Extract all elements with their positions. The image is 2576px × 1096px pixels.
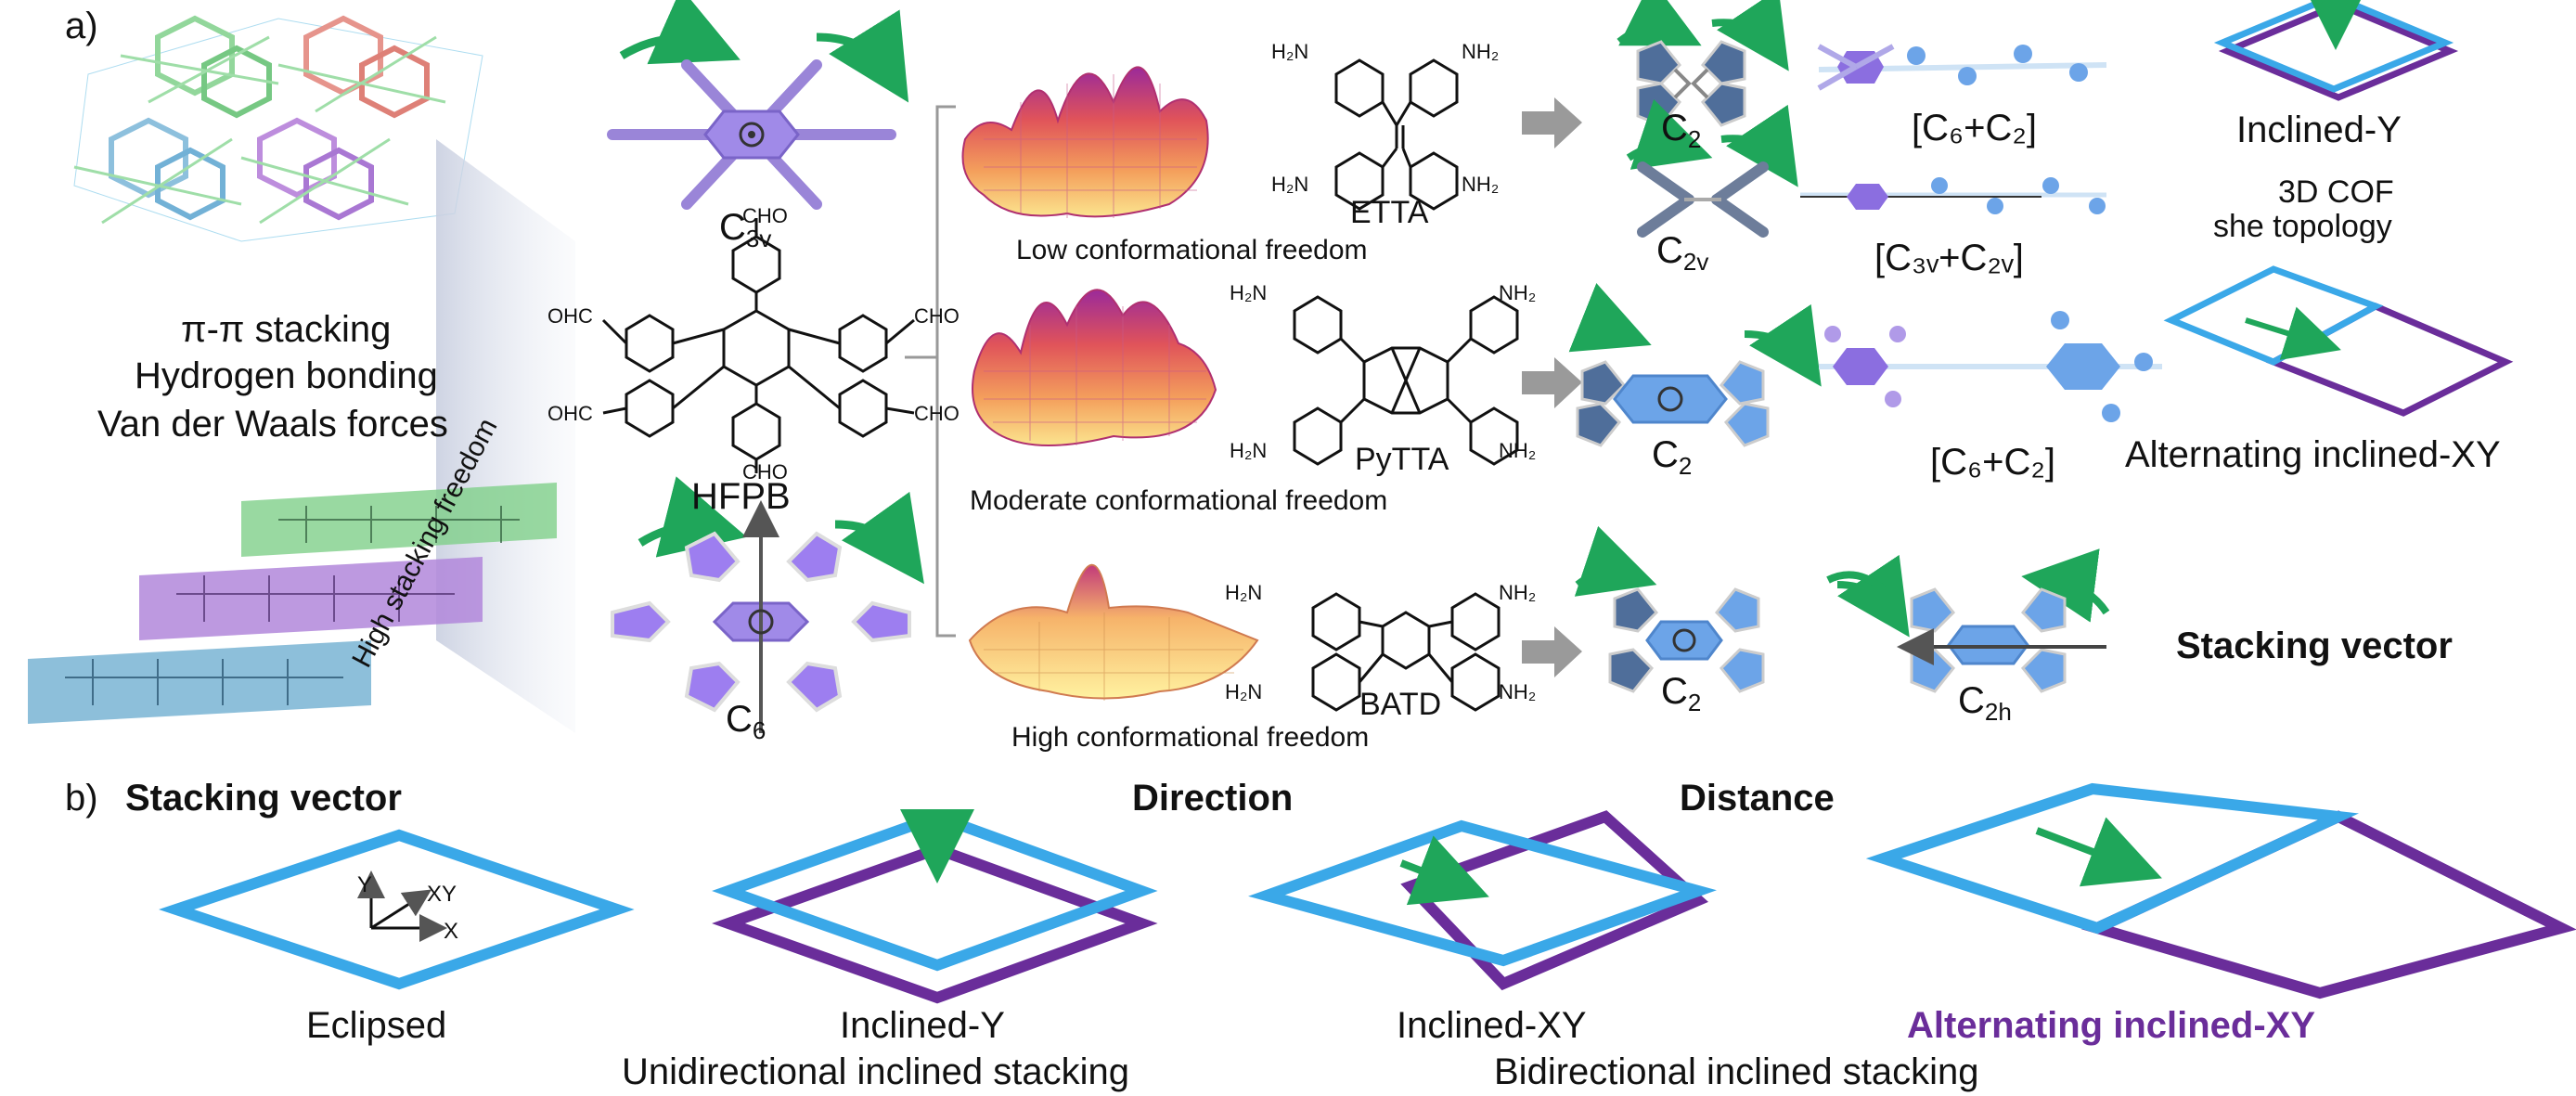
crystal-packing-bottom bbox=[28, 483, 557, 724]
inclined-y-small-label: Inclined-Y bbox=[2236, 110, 2402, 150]
c6-motif bbox=[611, 476, 924, 733]
interaction-hbond: Hydrogen bonding bbox=[135, 355, 438, 396]
batd-amine-tr: NH₂ bbox=[1499, 581, 1537, 604]
mode-alternating-xy: Alternating inclined-XY bbox=[1907, 1005, 2316, 1046]
etta-amine-tr: NH₂ bbox=[1462, 40, 1500, 63]
panel-b-label: b) bbox=[65, 778, 98, 819]
direction-heading: Direction bbox=[1132, 778, 1294, 819]
c2v-label: C2v bbox=[1656, 230, 1709, 276]
freedom-low: Low conformational freedom bbox=[1016, 235, 1368, 265]
batd-amine-br: NH₂ bbox=[1499, 680, 1537, 703]
stacking-vector-a-label: Stacking vector bbox=[2176, 625, 2453, 666]
bracket bbox=[905, 105, 956, 638]
axis-y-label: Y bbox=[357, 872, 373, 897]
etta-amine-tl: H₂N bbox=[1271, 40, 1309, 63]
cho-bottom: CHO bbox=[742, 460, 788, 484]
pytta-amine-br: NH₂ bbox=[1499, 439, 1537, 462]
inclined-y-small bbox=[2213, 0, 2459, 101]
energy-surface-high bbox=[968, 563, 1259, 701]
etta-amine-bl: H₂N bbox=[1271, 173, 1309, 196]
c2h-label: C2h bbox=[1958, 680, 2012, 726]
c3v-label: C3v bbox=[719, 207, 772, 252]
mode-inclined-xy: Inclined-XY bbox=[1397, 1005, 1587, 1046]
etta-structure bbox=[1334, 58, 1459, 211]
axis-x-label: X bbox=[444, 919, 459, 944]
mode-eclipsed: Eclipsed bbox=[306, 1005, 447, 1046]
c2-label-2: C2 bbox=[1652, 434, 1693, 480]
c2-label-3: C2 bbox=[1661, 671, 1702, 716]
packed-model-2 bbox=[1800, 177, 2106, 214]
etta-amine-br: NH₂ bbox=[1462, 173, 1500, 196]
cof-note-1: 3D COF bbox=[2278, 174, 2394, 210]
energy-surface-low bbox=[961, 66, 1209, 218]
interaction-pi: π-π stacking bbox=[181, 309, 392, 350]
packed-model-3 bbox=[1819, 311, 2162, 422]
batd-structure bbox=[1311, 592, 1501, 712]
batd-label: BATD bbox=[1359, 687, 1442, 722]
inclined-xy-diagram bbox=[1248, 810, 1717, 991]
c2-motif-batd bbox=[1574, 525, 1910, 693]
batd-amine-bl: H₂N bbox=[1225, 680, 1263, 703]
group-bidirectional: Bidirectional inclined stacking bbox=[1494, 1051, 1979, 1092]
alternating-xy-diagram bbox=[1865, 782, 2576, 999]
cho-right-bottom: CHO bbox=[914, 402, 960, 425]
batd-amine-tl: H₂N bbox=[1225, 581, 1263, 604]
hfpb-structure bbox=[601, 218, 915, 473]
pytta-amine-tl: H₂N bbox=[1230, 281, 1268, 304]
etta-label: ETTA bbox=[1350, 195, 1429, 230]
c6-label: C6 bbox=[726, 699, 766, 744]
ohc-left-bottom: OHC bbox=[547, 402, 593, 425]
pytta-structure bbox=[1293, 295, 1519, 466]
c2-label-1: C2 bbox=[1661, 108, 1702, 153]
mode-inclined-y: Inclined-Y bbox=[840, 1005, 1005, 1046]
energy-surface-moderate bbox=[972, 289, 1217, 446]
panel-a-label: a) bbox=[65, 6, 98, 46]
c2-motif-pytta bbox=[1568, 283, 1822, 447]
c2h-motif bbox=[1826, 548, 2110, 693]
alternating-xy-small bbox=[2163, 265, 2514, 417]
eclipsed-diagram bbox=[159, 829, 635, 990]
combo-etta-1: [C₆+C₂] bbox=[1912, 108, 2038, 148]
group-unidirectional: Unidirectional inclined stacking bbox=[622, 1051, 1129, 1092]
axis-xy-label: XY bbox=[427, 882, 457, 907]
ohc-left-top: OHC bbox=[547, 304, 593, 328]
combo-etta-2: [C₃ᵥ+C₂ᵥ] bbox=[1874, 238, 2024, 278]
interaction-vdw: Van der Waals forces bbox=[97, 404, 448, 445]
c2v-motif bbox=[1626, 98, 1798, 238]
freedom-moderate: Moderate conformational freedom bbox=[970, 485, 1388, 516]
alternating-small-label: Alternating inclined-XY bbox=[2125, 434, 2501, 475]
cho-right-top: CHO bbox=[914, 304, 960, 328]
packed-model-1 bbox=[1817, 44, 2107, 91]
inclined-y-diagram bbox=[712, 809, 1158, 1004]
c3v-motif bbox=[607, 0, 909, 210]
pytta-amine-tr: NH₂ bbox=[1499, 281, 1537, 304]
crystal-packing-top bbox=[73, 15, 483, 242]
freedom-shading bbox=[436, 139, 575, 733]
process-arrows bbox=[1522, 97, 1582, 677]
hfpb-label: HFPB bbox=[691, 476, 791, 517]
pytta-amine-bl: H₂N bbox=[1230, 439, 1268, 462]
cho-top: CHO bbox=[742, 204, 788, 227]
panel-b-title: Stacking vector bbox=[125, 778, 402, 819]
pytta-label: PyTTA bbox=[1355, 442, 1449, 477]
freedom-high: High conformational freedom bbox=[1011, 722, 1370, 753]
combo-pytta: [C₆+C₂] bbox=[1930, 442, 2056, 483]
distance-heading: Distance bbox=[1680, 778, 1835, 819]
cof-note-2: she topology bbox=[2213, 209, 2392, 244]
